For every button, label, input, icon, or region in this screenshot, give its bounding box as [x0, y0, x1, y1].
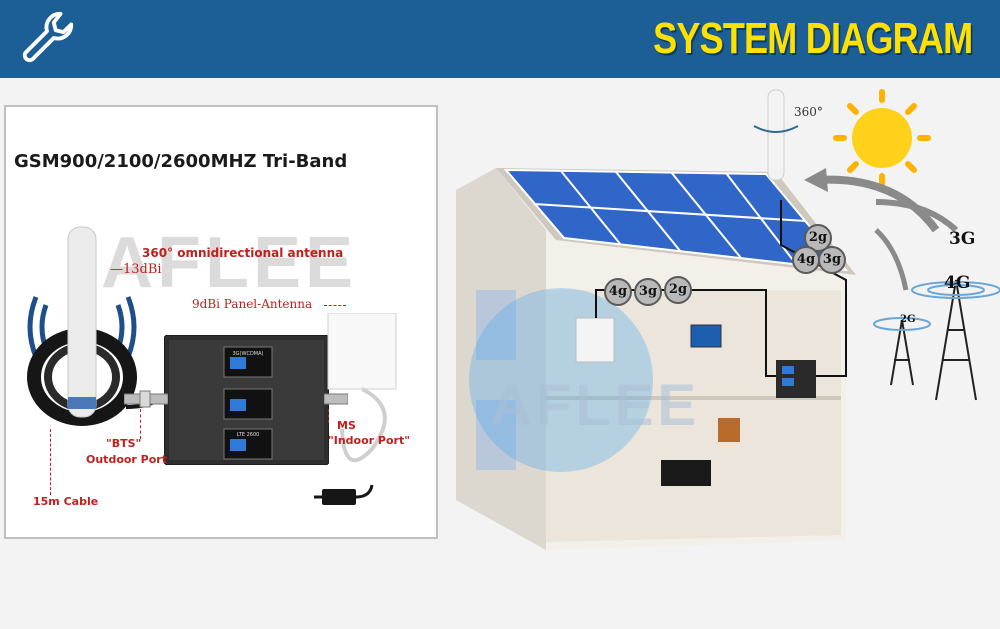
- indoor-port-label: "Indoor Port": [328, 434, 410, 447]
- network-label-4g: 4G: [944, 273, 971, 293]
- repeater-unit: 3G(WCDMA) LTE 2600: [164, 335, 329, 465]
- omni-gain-label: —13dBi: [110, 262, 162, 277]
- page-title: SYSTEM DIAGRAM: [652, 14, 973, 63]
- indoor-cable: [595, 289, 776, 377]
- tower-4g: [911, 279, 1000, 401]
- panel-antenna-leader: [324, 305, 346, 306]
- roof-badge: 3g: [818, 246, 846, 274]
- house-watermark: AFLEE: [490, 373, 701, 438]
- outdoor-port-label: Outdoor Port: [86, 453, 167, 466]
- roof-omni-antenna: [753, 89, 799, 181]
- omni-antenna-kit: [27, 226, 156, 426]
- panel-antenna-label: 9dBi Panel-Antenna: [192, 297, 313, 311]
- rotation-label: 360°: [794, 105, 823, 119]
- indoor-connector: [324, 393, 348, 405]
- power-box: [718, 418, 740, 442]
- cable-leader: [50, 429, 52, 495]
- sun-icon: [833, 89, 931, 187]
- indoor-panel-antenna: [575, 317, 615, 363]
- bts-leader: [140, 409, 142, 439]
- network-label-3g: 3G: [949, 229, 976, 249]
- solar-panel-array: [503, 168, 849, 272]
- indoor-badge: 2g: [664, 276, 692, 304]
- roof-badge: 4g: [792, 246, 820, 274]
- panel-antenna: [327, 313, 397, 463]
- indoor-badge: 3g: [634, 278, 662, 306]
- cable-length-label: 15m Cable: [33, 495, 99, 508]
- svg-text:3G(WCDMA): 3G(WCDMA): [233, 351, 264, 357]
- indoor-badge: 4g: [604, 278, 632, 306]
- header-bar: SYSTEM DIAGRAM: [0, 0, 1000, 78]
- svg-text:LTE 2600: LTE 2600: [237, 432, 260, 438]
- power-adapter: [314, 484, 374, 505]
- bts-label: "BTS": [106, 437, 142, 450]
- outdoor-connector: [124, 390, 168, 408]
- wrench-icon: [22, 11, 74, 63]
- ms-label: MS: [337, 419, 356, 432]
- roof-cable: [780, 200, 847, 377]
- tower-2g: [873, 317, 931, 386]
- panel-title: GSM900/2100/2600MHZ Tri-Band: [14, 151, 348, 172]
- battery: [661, 460, 711, 486]
- network-label-2g: 2G: [900, 314, 916, 325]
- product-panel: AFLEE GSM900/2100/2600MHZ Tri-Band 3G(WC…: [4, 105, 438, 539]
- ms-leader: [328, 409, 330, 423]
- house-scene: 360°: [456, 89, 1000, 550]
- tv-icon: [690, 324, 722, 348]
- watermark-text: AFLEE: [101, 223, 358, 303]
- omni-antenna-label: 360° omnidirectional antenna: [142, 246, 344, 260]
